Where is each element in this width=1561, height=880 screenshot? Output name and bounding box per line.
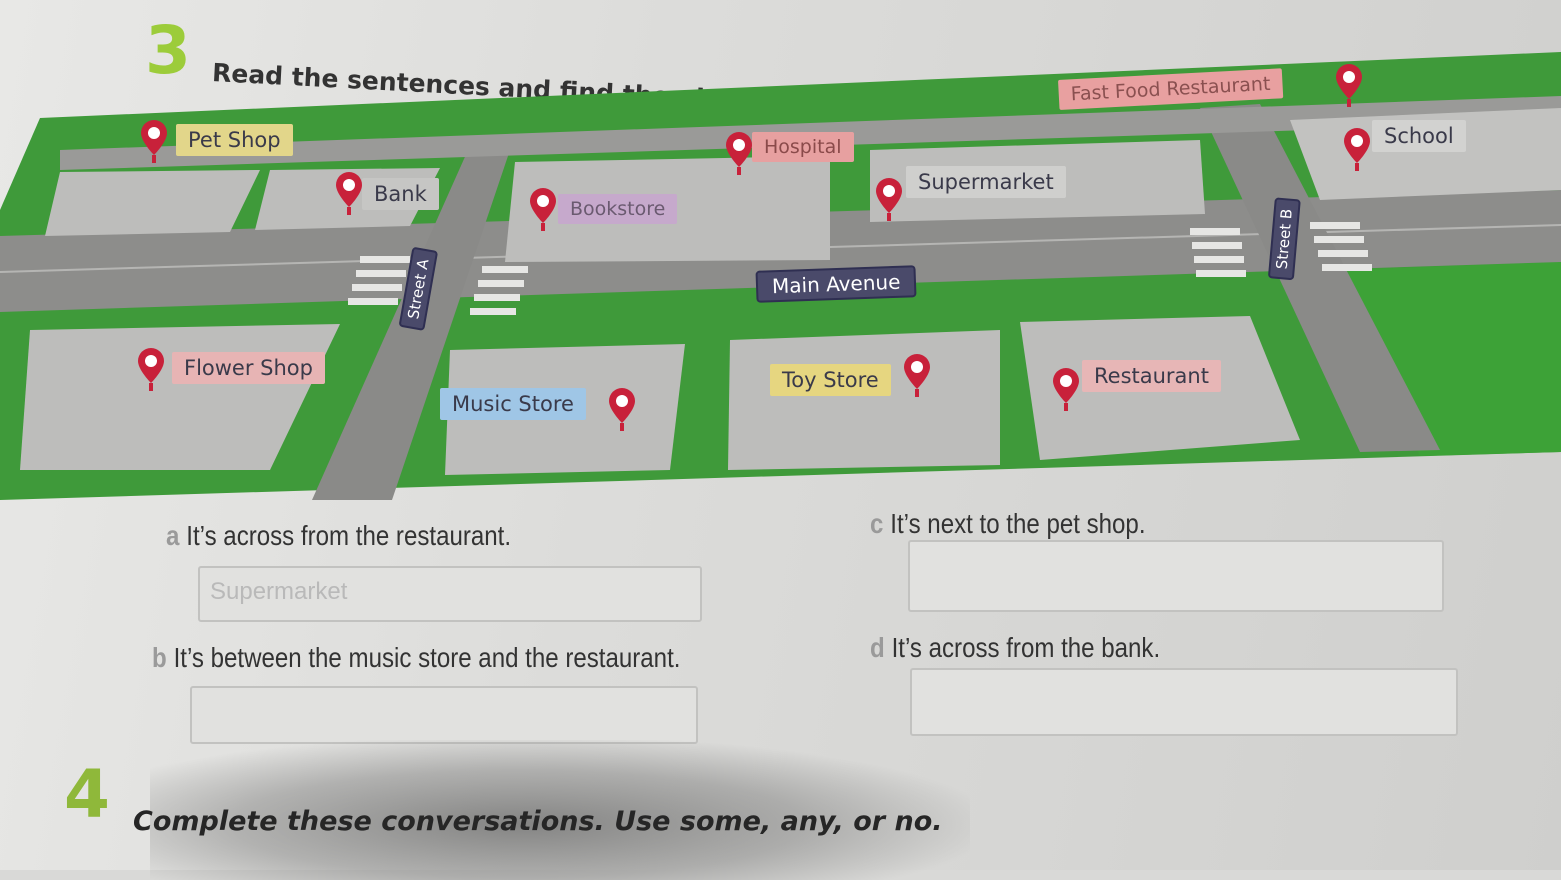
school-pin-icon (1344, 128, 1370, 171)
question-letter: c (870, 508, 884, 539)
question-text: It’s across from the restaurant. (186, 520, 512, 551)
exercise-instructions: Complete these conversations. Use some, … (133, 806, 943, 837)
road-label-main-avenue: Main Avenue (755, 265, 917, 303)
label-school: School (1372, 120, 1466, 152)
question-text: It’s between the music store and the res… (173, 642, 681, 673)
label-pet-shop: Pet Shop (176, 124, 293, 156)
shadow-overlay (150, 740, 970, 880)
label-bank: Bank (362, 178, 439, 210)
hospital-pin-icon (726, 132, 752, 175)
label-flower-shop: Flower Shop (172, 352, 325, 384)
map-drawing (0, 52, 1561, 500)
label-toy-store: Toy Store (770, 364, 891, 396)
question-letter: d (870, 632, 885, 663)
street-map: Pet Shop Bank Hospital Bookstore Superma… (0, 52, 1561, 500)
answer-box-a[interactable]: Supermarket (198, 566, 702, 622)
exercise-number: 3 (145, 12, 191, 89)
answer-box-d[interactable] (910, 668, 1458, 736)
restaurant-pin-icon (1053, 368, 1079, 411)
toy-store-pin-icon (904, 354, 930, 397)
label-restaurant: Restaurant (1082, 360, 1221, 392)
label-supermarket: Supermarket (906, 166, 1066, 198)
label-bookstore: Bookstore (558, 194, 678, 224)
answer-box-b[interactable] (190, 686, 698, 744)
label-hospital: Hospital (752, 132, 854, 162)
answer-text: Supermarket (210, 578, 348, 605)
flower-shop-pin-icon (138, 348, 164, 391)
answer-box-c[interactable] (908, 540, 1444, 612)
question-text: It’s next to the pet shop. (890, 508, 1146, 539)
fast-food-pin-icon (1336, 64, 1362, 107)
bookstore-pin-icon (530, 188, 556, 231)
exercise-number: 4 (64, 756, 110, 833)
question-letter: b (152, 642, 167, 673)
supermarket-pin-icon (876, 178, 902, 221)
bank-pin-icon (336, 172, 362, 215)
question-letter: a (166, 520, 180, 551)
question-text: It’s across from the bank. (891, 632, 1161, 663)
music-store-pin-icon (609, 388, 635, 431)
pet-shop-pin-icon (141, 120, 167, 163)
label-music-store: Music Store (440, 388, 586, 420)
